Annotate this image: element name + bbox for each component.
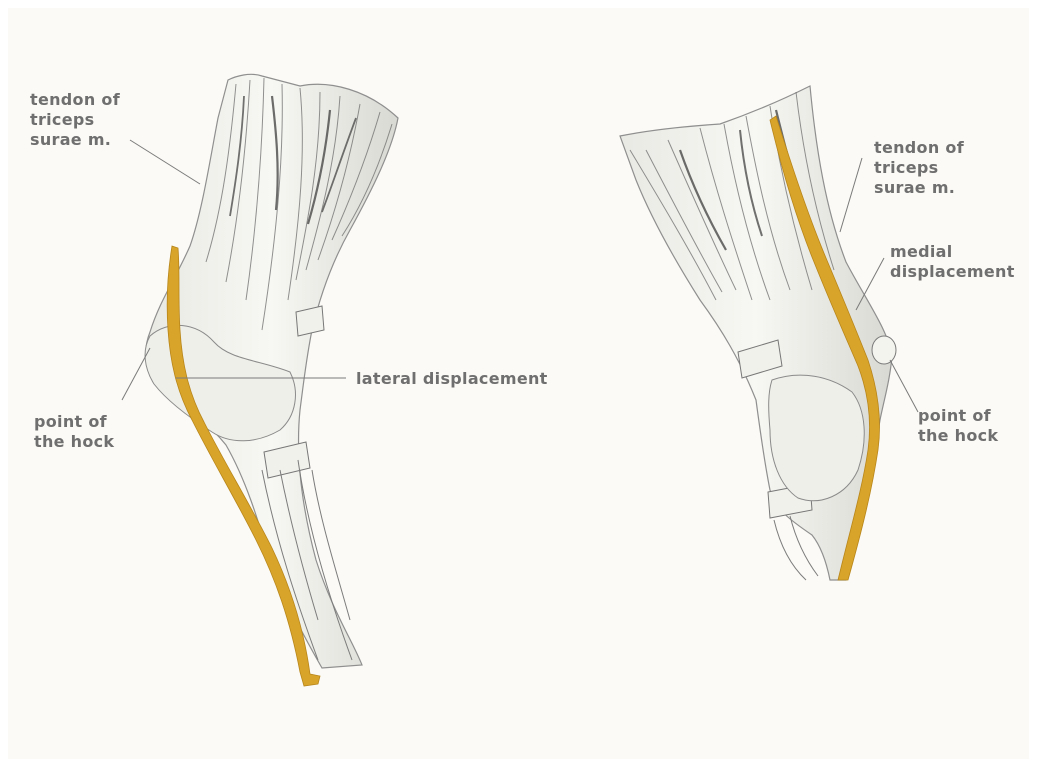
right-limb-drawing bbox=[620, 86, 896, 580]
label-right-tendon-line-3: surae m. bbox=[874, 178, 964, 198]
label-left-tendon-line-3: surae m. bbox=[30, 130, 120, 150]
leader-left-hock bbox=[122, 348, 150, 400]
label-medial-displacement-line-1: medial bbox=[890, 242, 1015, 262]
label-right-hock-line-2: the hock bbox=[918, 426, 998, 446]
label-left-hock-line-2: the hock bbox=[34, 432, 114, 452]
label-left-tendon: tendon of triceps surae m. bbox=[30, 90, 120, 150]
label-right-hock: point of the hock bbox=[918, 406, 998, 446]
label-right-hock-line-1: point of bbox=[918, 406, 998, 426]
label-medial-displacement: medial displacement bbox=[890, 242, 1015, 282]
leader-left-tendon bbox=[130, 140, 200, 184]
label-right-tendon-line-1: tendon of bbox=[874, 138, 964, 158]
label-left-hock: point of the hock bbox=[34, 412, 114, 452]
leader-right-tendon bbox=[840, 158, 862, 232]
leader-medial-displacement bbox=[856, 258, 884, 310]
label-left-tendon-line-2: triceps bbox=[30, 110, 120, 130]
label-lateral-displacement: lateral displacement bbox=[356, 369, 548, 389]
right-calcaneal-tuber bbox=[872, 336, 896, 364]
leader-right-hock bbox=[890, 360, 918, 412]
label-medial-displacement-line-2: displacement bbox=[890, 262, 1015, 282]
label-left-hock-line-1: point of bbox=[34, 412, 114, 432]
right-hock-joint bbox=[769, 375, 865, 501]
label-right-tendon: tendon of triceps surae m. bbox=[874, 138, 964, 198]
label-lateral-displacement-text: lateral displacement bbox=[356, 369, 548, 389]
label-left-tendon-line-1: tendon of bbox=[30, 90, 120, 110]
label-right-tendon-line-2: triceps bbox=[874, 158, 964, 178]
